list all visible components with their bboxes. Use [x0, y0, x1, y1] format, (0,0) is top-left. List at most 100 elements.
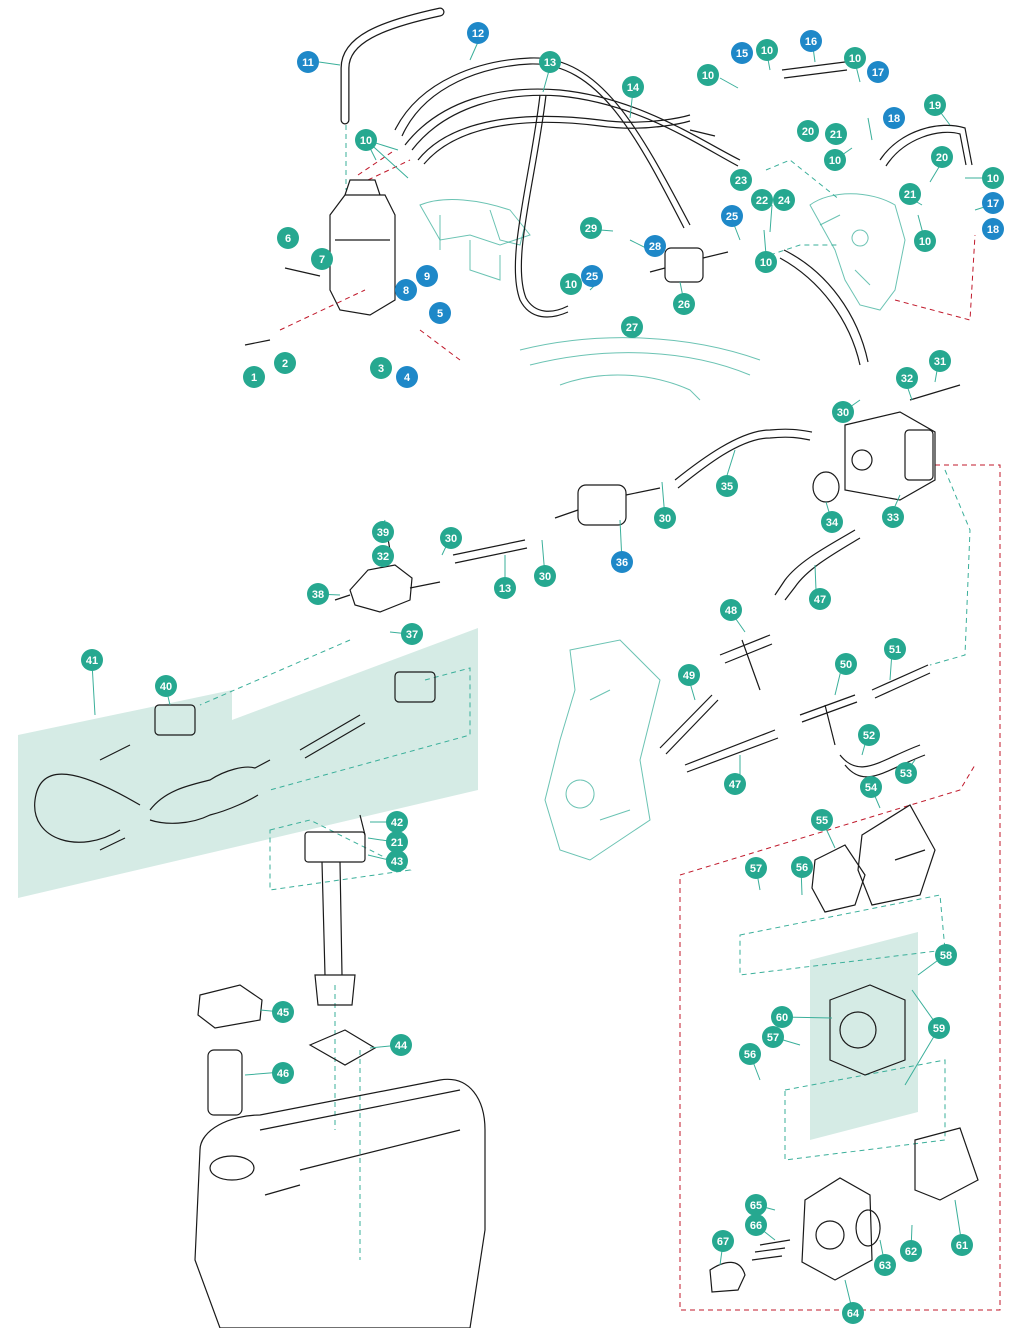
callout-number: 3 [378, 363, 384, 375]
callout-marker [882, 506, 904, 528]
callout-number: 13 [499, 583, 511, 595]
callout-number: 31 [934, 356, 946, 368]
callout-number: 5 [437, 308, 443, 320]
callout-marker [272, 1001, 294, 1023]
callout-marker [900, 1240, 922, 1262]
callout-number: 4 [404, 372, 411, 384]
callout-30: 30 [440, 527, 462, 549]
callout-number: 18 [987, 224, 999, 236]
callout-31: 31 [929, 350, 951, 372]
callout-number: 28 [649, 241, 661, 253]
callout-5: 5 [429, 302, 451, 324]
callout-marker [982, 218, 1004, 240]
fuel-line-assembly-shade [18, 628, 478, 898]
callout-number: 52 [863, 730, 875, 742]
callout-number: 25 [586, 271, 598, 283]
callout-21: 21 [386, 831, 408, 853]
callout-48: 48 [720, 599, 742, 621]
callout-20: 20 [931, 146, 953, 168]
callout-number: 57 [767, 1032, 779, 1044]
callout-42: 42 [386, 811, 408, 833]
callout-marker [581, 265, 603, 287]
callout-18: 18 [883, 107, 905, 129]
callout-number: 7 [319, 254, 325, 266]
callout-marker [982, 192, 1004, 214]
diaphragm-34 [812, 471, 840, 503]
callout-11: 11 [297, 51, 319, 73]
callout-number: 33 [887, 512, 899, 524]
callout-marker [895, 762, 917, 784]
callout-number: 22 [756, 195, 768, 207]
callout-7: 7 [311, 248, 333, 270]
callout-marker [811, 809, 833, 831]
callout-number: 58 [940, 950, 952, 962]
callout-number: 61 [956, 1240, 968, 1252]
callout-66: 66 [745, 1214, 767, 1236]
callout-67: 67 [712, 1230, 734, 1252]
callout-number: 59 [933, 1023, 945, 1035]
callout-marker [809, 588, 831, 610]
callout-number: 62 [905, 1246, 917, 1258]
callout-30: 30 [654, 507, 676, 529]
callout-marker [884, 638, 906, 660]
callout-number: 10 [360, 135, 372, 147]
callout-number: 41 [86, 655, 98, 667]
callout-marker [867, 61, 889, 83]
callout-number: 49 [683, 670, 695, 682]
callout-number: 1 [251, 372, 257, 384]
callout-number: 30 [837, 407, 849, 419]
callout-marker [724, 773, 746, 795]
callout-36: 36 [611, 551, 633, 573]
callout-marker [928, 1017, 950, 1039]
callout-marker [243, 366, 265, 388]
callout-number: 35 [721, 481, 733, 493]
callout-number: 6 [285, 233, 291, 245]
callout-61: 61 [951, 1234, 973, 1256]
callout-number: 65 [750, 1200, 762, 1212]
callout-marker [824, 149, 846, 171]
callout-marker [842, 1302, 864, 1324]
callout-20: 20 [797, 120, 819, 142]
callout-10: 10 [755, 251, 777, 273]
callout-marker [825, 123, 847, 145]
callout-54: 54 [860, 776, 882, 798]
tee-50 [799, 694, 858, 746]
callout-65: 65 [745, 1194, 767, 1216]
callout-number: 30 [539, 571, 551, 583]
callout-16: 16 [800, 30, 822, 52]
callout-marker [311, 248, 333, 270]
callout-58: 58 [935, 944, 957, 966]
callout-number: 21 [391, 837, 403, 849]
callout-40: 40 [155, 675, 177, 697]
callout-marker [797, 120, 819, 142]
callout-marker [81, 649, 103, 671]
callout-number: 26 [678, 299, 690, 311]
callout-number: 67 [717, 1236, 729, 1248]
callout-marker [429, 302, 451, 324]
callout-marker [914, 230, 936, 252]
callout-60: 60 [771, 1006, 793, 1028]
callout-2: 2 [274, 352, 296, 374]
callout-13: 13 [539, 51, 561, 73]
callout-marker [622, 76, 644, 98]
guide-lines [199, 125, 1001, 1311]
callout-marker [874, 1254, 896, 1276]
engine-outline-ghost [419, 193, 906, 861]
callout-57: 57 [745, 857, 767, 879]
callout-24: 24 [773, 189, 795, 211]
callout-number: 51 [889, 644, 901, 656]
callout-marker [539, 51, 561, 73]
callout-number: 38 [312, 589, 324, 601]
callout-number: 10 [761, 45, 773, 57]
callout-number: 56 [744, 1049, 756, 1061]
callout-10: 10 [355, 129, 377, 151]
callout-marker [771, 1006, 793, 1028]
callout-number: 63 [879, 1260, 891, 1272]
callout-3: 3 [370, 357, 392, 379]
callout-number: 46 [277, 1068, 289, 1080]
callout-number: 10 [849, 53, 861, 65]
callout-marker [277, 227, 299, 249]
callout-13: 13 [494, 577, 516, 599]
callout-marker [751, 189, 773, 211]
callout-marker [494, 577, 516, 599]
